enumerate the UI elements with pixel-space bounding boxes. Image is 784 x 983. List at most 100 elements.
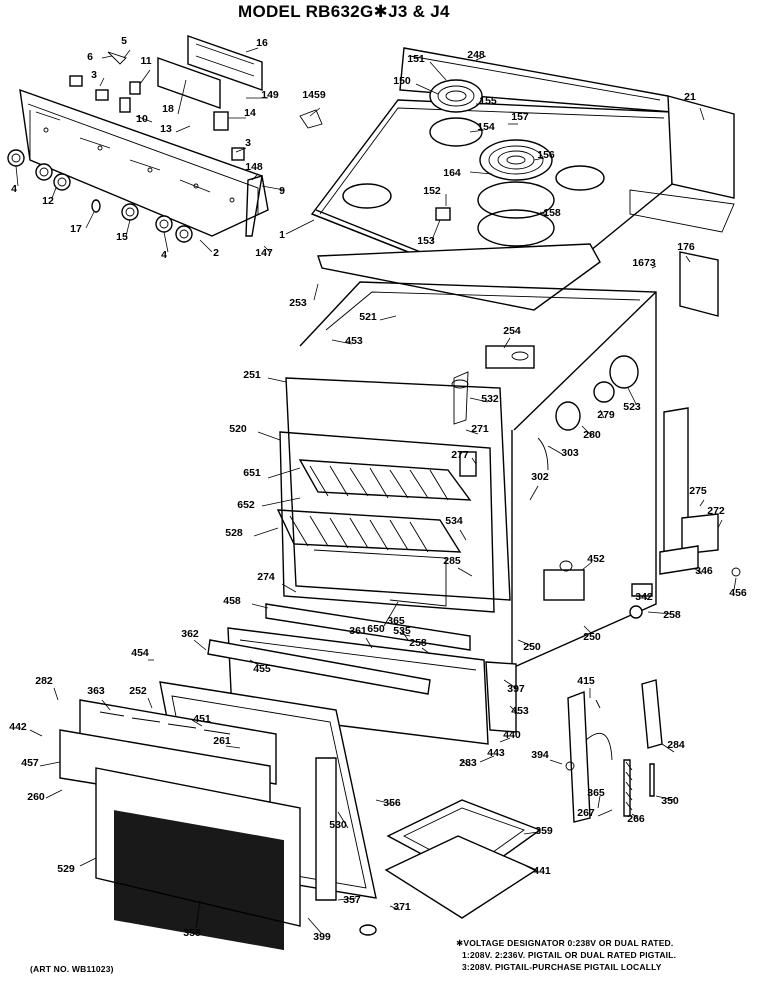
leader-line-176 — [685, 255, 691, 263]
leader-line-5 — [123, 49, 131, 59]
part-label-253: 253 — [289, 297, 307, 309]
leader-line-371 — [389, 905, 401, 911]
voltage-note-line1: ✱VOLTAGE DESIGNATOR 0:238V OR DUAL RATED… — [456, 938, 674, 948]
part-label-456: 456 — [729, 587, 747, 599]
part-label-275: 275 — [689, 485, 707, 497]
part-label-149: 149 — [261, 89, 279, 101]
part-label-303: 303 — [561, 447, 579, 459]
leader-line-260 — [45, 789, 63, 799]
part-label-397: 397 — [507, 683, 525, 695]
part-label-150: 150 — [393, 75, 411, 87]
part-label-155: 155 — [479, 95, 497, 107]
leader-line-277 — [471, 457, 477, 465]
part-label-285: 285 — [443, 555, 461, 567]
leader-line-359 — [523, 831, 539, 835]
part-label-266: 266 — [627, 813, 645, 825]
leader-line-158 — [539, 211, 549, 217]
part-label-528: 528 — [225, 527, 243, 539]
oven-cabinet — [299, 281, 657, 672]
part-label-458: 458 — [223, 595, 241, 607]
leader-line-151 — [429, 61, 447, 81]
part-label-363: 363 — [87, 685, 105, 697]
broiler-pan — [384, 799, 542, 919]
leader-line-271 — [465, 429, 479, 435]
leader-line-150 — [415, 83, 439, 95]
part-label-283: 283 — [459, 757, 477, 769]
part-label-14: 14 — [244, 107, 256, 119]
control-panel — [19, 88, 269, 237]
part-label-284: 284 — [667, 739, 685, 751]
leader-line-534 — [459, 529, 467, 541]
part-label-15: 15 — [116, 231, 128, 243]
part-label-443: 443 — [487, 747, 505, 759]
leader-line-17 — [85, 211, 95, 229]
part-label-359: 359 — [535, 825, 553, 837]
leader-line-394 — [549, 759, 563, 765]
leader-line-442 — [29, 729, 43, 737]
part-label-356: 356 — [383, 797, 401, 809]
leader-line-250 — [517, 639, 533, 647]
leader-line-302 — [529, 485, 539, 501]
leader-line-650 — [383, 601, 399, 627]
part-label-274: 274 — [257, 571, 275, 583]
part-label-280: 280 — [583, 429, 601, 441]
part-label-261: 261 — [213, 735, 231, 747]
leader-line-275 — [699, 499, 705, 507]
leader-line-365 — [399, 627, 409, 641]
leader-line-453 — [509, 705, 519, 715]
leader-line-282 — [53, 687, 59, 701]
part-label-2: 2 — [213, 247, 219, 259]
leader-lines — [15, 47, 737, 935]
leader-line-521 — [379, 315, 397, 321]
art-number: (ART NO. WB11023) — [30, 964, 114, 974]
leader-line-250 — [583, 625, 593, 635]
model-title: MODEL RB632G✱J3 & J4 — [238, 2, 450, 21]
part-label-455: 455 — [253, 663, 271, 675]
oven-racks — [276, 459, 472, 607]
part-label-361: 361 — [349, 625, 367, 637]
part-label-148: 148 — [245, 161, 263, 173]
leader-line-652 — [261, 497, 301, 507]
part-label-18: 18 — [162, 103, 174, 115]
leader-line-4 — [15, 165, 19, 187]
part-label-252: 252 — [129, 685, 147, 697]
part-label-441: 441 — [533, 865, 551, 877]
leader-line-253 — [313, 283, 319, 301]
part-label-12: 12 — [42, 195, 54, 207]
part-label-365: 365 — [387, 615, 405, 627]
part-label-153: 153 — [417, 235, 435, 247]
leader-line-18 — [177, 79, 187, 115]
part-label-357: 357 — [343, 894, 361, 906]
leader-line-266 — [631, 813, 639, 819]
leader-line-529 — [79, 857, 97, 867]
part-label-21: 21 — [684, 91, 696, 103]
oven-door — [59, 681, 377, 951]
voltage-note-line2: 1:208V. 2:236V. PIGTAIL OR DUAL RATED PI… — [462, 950, 677, 960]
surface-units — [429, 79, 555, 247]
part-label-248: 248 — [467, 49, 485, 61]
part-label-277: 277 — [451, 449, 469, 461]
leader-line-1673 — [651, 265, 657, 269]
part-label-651: 651 — [243, 467, 261, 479]
part-label-342: 342 — [635, 591, 653, 603]
part-label-521: 521 — [359, 311, 377, 323]
part-label-147: 147 — [255, 247, 273, 259]
leader-line-441 — [525, 865, 539, 873]
leader-line-154 — [469, 129, 485, 133]
leader-line-457 — [39, 761, 61, 767]
leader-line-455 — [249, 659, 261, 667]
leader-line-528 — [253, 527, 279, 537]
leader-line-6 — [101, 55, 113, 59]
oven-liner — [279, 371, 511, 613]
part-label-451: 451 — [193, 713, 211, 725]
part-label-157: 157 — [511, 111, 529, 123]
leader-line-258 — [647, 611, 673, 615]
leader-line-365 — [597, 795, 601, 809]
leader-line-12 — [51, 187, 57, 199]
leader-line-358 — [195, 899, 201, 929]
part-label-9: 9 — [279, 185, 285, 197]
part-label-4: 4 — [161, 249, 167, 261]
leader-line-456 — [733, 577, 737, 591]
leader-line-3 — [235, 147, 247, 153]
